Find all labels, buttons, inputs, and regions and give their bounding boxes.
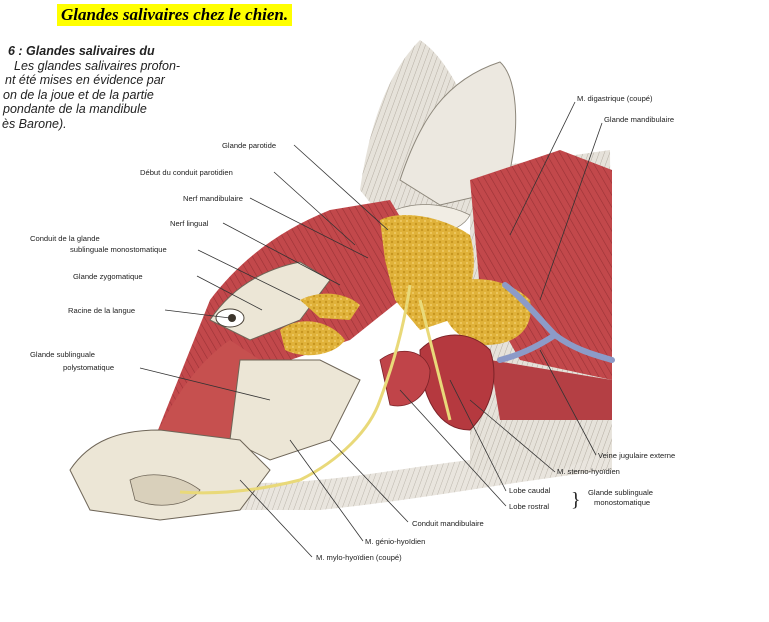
caption-line: nt été mises en évidence par xyxy=(5,73,165,87)
label-nerf-lingual: Nerf lingual xyxy=(170,219,209,228)
external-jugular-vein xyxy=(497,282,615,363)
label-m-mylo: M. mylo-hyoïdien (coupé) xyxy=(316,553,402,562)
figure-caption: 6 : Glandes salivaires du Les glandes sa… xyxy=(0,44,218,144)
labels: Glande parotide Début du conduit parotid… xyxy=(30,94,675,562)
label-glande-poly: Glande sublinguale xyxy=(30,350,95,359)
label-glande-poly-2: polystomatique xyxy=(63,363,114,372)
label-glande-mono-2: monostomatique xyxy=(594,498,650,507)
label-conduit-mandibulaire: Conduit mandibulaire xyxy=(412,519,484,528)
page-title: Glandes salivaires chez le chien. xyxy=(57,4,293,26)
label-lobe-rostral: Lobe rostral xyxy=(509,502,549,511)
label-debut-conduit: Début du conduit parotidien xyxy=(140,168,233,177)
leader-lines xyxy=(139,101,603,558)
nerves-ducts xyxy=(179,284,452,495)
caption-line: pondante de la mandibule xyxy=(3,102,147,116)
label-m-genio: M. génio-hyoïdien xyxy=(365,537,425,546)
glands xyxy=(280,215,531,356)
label-veine-jugulaire: Veine jugulaire externe xyxy=(598,451,675,460)
label-nerf-mandibulaire: Nerf mandibulaire xyxy=(183,194,243,203)
label-glande-zygomatique: Glande zygomatique xyxy=(73,272,143,281)
caption-line: 6 : Glandes salivaires du xyxy=(8,44,155,58)
label-conduit-glande-2: sublinguale monostomatique xyxy=(70,245,167,254)
caption-line: ès Barone). xyxy=(2,116,67,131)
label-m-digastrique: M. digastrique (coupé) xyxy=(577,94,653,103)
brace: } xyxy=(571,489,581,511)
label-glande-parotide: Glande parotide xyxy=(222,141,276,150)
caption-line: Les glandes salivaires profon- xyxy=(14,58,181,73)
label-lobe-caudal: Lobe caudal xyxy=(509,486,551,495)
label-glande-mandibulaire: Glande mandibulaire xyxy=(604,115,674,124)
label-m-sterno: M. sterno-hyoïdien xyxy=(557,467,620,476)
caption-line: on de la joue et de la partie xyxy=(3,87,154,102)
label-conduit-glande: Conduit de la glande xyxy=(30,234,100,243)
label-glande-mono: Glande sublinguale xyxy=(588,488,653,497)
zygomatic-gland xyxy=(280,321,345,356)
label-racine-langue: Racine de la langue xyxy=(68,306,135,315)
sublingual-gland xyxy=(300,293,360,320)
mandibular-gland xyxy=(440,279,531,345)
